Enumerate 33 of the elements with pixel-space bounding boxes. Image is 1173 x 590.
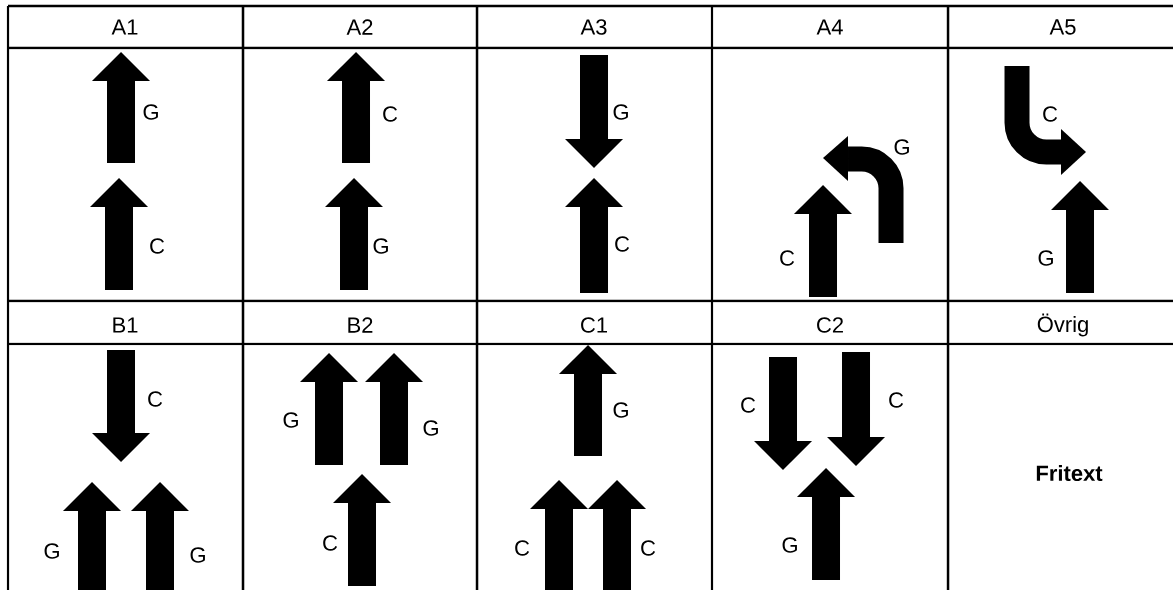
arrow-label: C [323, 535, 338, 551]
arrow-label: C [889, 392, 904, 408]
column-heading: A5 [1049, 19, 1076, 35]
arrow-label: G [894, 139, 909, 155]
arrow-label: C [780, 250, 795, 266]
column-heading: A3 [580, 19, 607, 35]
arrow-label: C [615, 236, 630, 252]
arrow-label: G [782, 537, 797, 553]
arrow-label: C [148, 391, 163, 407]
arrow-label: G [190, 547, 205, 563]
arrow-label: G [283, 412, 298, 428]
column-heading: A1 [111, 19, 138, 35]
arrow-label: G [613, 104, 628, 120]
column-heading: B2 [348, 317, 373, 333]
arrow-label: C [641, 540, 656, 556]
column-heading: Övrig [1037, 313, 1088, 337]
arrow-label: G [143, 104, 158, 120]
arrow-label: C [741, 397, 756, 413]
cell-text: Fritext [1036, 464, 1103, 482]
arrow-label: G [373, 238, 388, 254]
column-heading: B1 [113, 317, 138, 333]
arrow-label: G [613, 402, 628, 418]
arrow-label: C [383, 106, 398, 122]
column-heading: A4 [816, 19, 843, 35]
arrow-label: C [515, 540, 530, 556]
arrow-label: G [423, 420, 438, 436]
column-heading: C1 [581, 317, 607, 333]
column-heading: A2 [346, 19, 373, 35]
column-heading: C2 [817, 317, 843, 333]
arrow-label: G [1038, 250, 1053, 266]
arrow-label: C [1043, 106, 1058, 122]
arrow-label: G [44, 543, 59, 559]
arrow-label: C [150, 238, 165, 254]
